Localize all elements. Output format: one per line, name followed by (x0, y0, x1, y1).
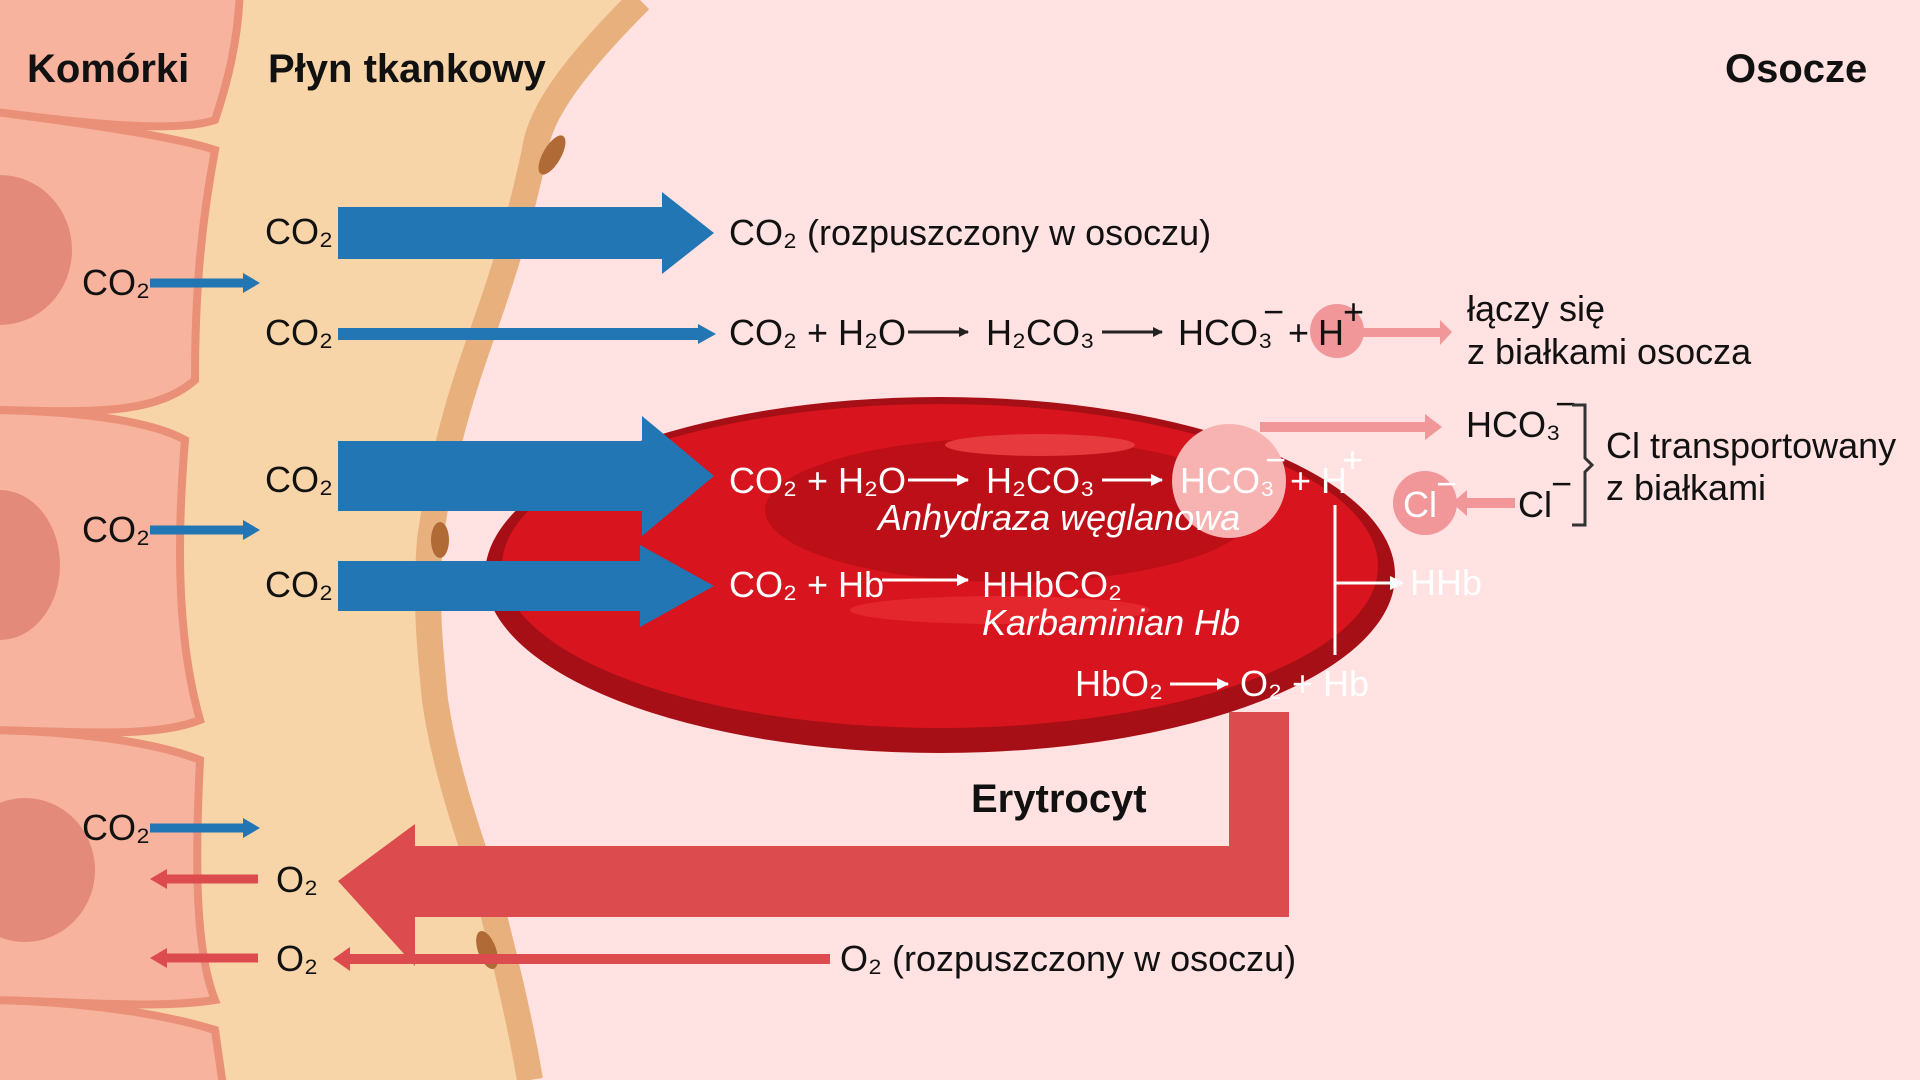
protein-binding-label: łączy się (1467, 288, 1605, 329)
tissue-cell (0, 996, 227, 1080)
chloride-entry-arrow (1452, 490, 1515, 516)
erythrocyte-highlight (945, 434, 1135, 456)
tissue-cells (0, 0, 244, 1080)
fluid-co2-label: CO₂ (265, 312, 333, 353)
oxyhemoglobin-label: HbO₂ (1075, 663, 1163, 704)
plasma-reaction-bicarbonate: HCO₃ (1178, 312, 1273, 353)
rbc-proton-charge: + (1342, 439, 1363, 480)
hhb-label: HHb (1410, 562, 1482, 603)
bicarbonate-plasma-charge: − (1555, 383, 1576, 424)
plasma-bicarbonate-charge: − (1263, 291, 1284, 332)
cell-o2-arrow (150, 948, 258, 968)
rbc-carbamino-reactants: CO₂ + Hb (729, 564, 884, 605)
co2-dissolved-arrow (338, 192, 714, 274)
chloride-bubble (1393, 471, 1457, 535)
chloride-plasma-charge: − (1551, 463, 1572, 504)
plasma-proton-charge: + (1343, 291, 1364, 332)
bicarbonate-bubble (1172, 424, 1286, 538)
enzyme-label: Anhydraza węglanowa (876, 497, 1240, 538)
hhb-connector (1333, 505, 1392, 655)
plasma-reaction-acid: H₂CO₃ (986, 312, 1095, 353)
chloride-transport-note: z białkami (1606, 467, 1766, 508)
erythrocyte-title: Erytrocyt (971, 777, 1147, 821)
header-plasma: Osocze (1725, 47, 1867, 91)
hhb-arrowhead (1390, 576, 1404, 590)
fluid-o2-label: O₂ (276, 859, 318, 900)
plasma-proton: H (1318, 312, 1344, 353)
rbc-reaction-bicarbonate: HCO₃ (1180, 460, 1275, 501)
endothelial-nucleus (431, 522, 449, 558)
fluid-co2-label: CO₂ (265, 459, 333, 500)
fluid-co2-label: CO₂ (265, 211, 333, 252)
rbc-bicarbonate-charge: − (1265, 439, 1286, 480)
header-tissue-fluid: Płyn tkankowy (268, 47, 547, 91)
rbc-reaction-acid: H₂CO₃ (986, 460, 1095, 501)
cell-co2-arrow (150, 273, 260, 293)
cell-co2-arrow (150, 818, 260, 838)
bicarbonate-exit-arrow (1260, 414, 1442, 440)
cell-co2-label: CO₂ (82, 509, 150, 550)
bicarbonate-plasma-label: HCO₃ (1466, 404, 1561, 445)
fluid-o2-label: O₂ (276, 938, 318, 979)
cell-co2-label: CO₂ (82, 807, 150, 848)
rbc-chloride-charge: − (1436, 463, 1457, 504)
rbc-chloride-label: Cl (1403, 484, 1437, 525)
co2-carbamino-arrow (338, 545, 714, 627)
fluid-co2-label: CO₂ (265, 564, 333, 605)
o2-dissolved-arrow (333, 947, 830, 971)
plasma-reaction-reactants: CO₂ + H₂O (729, 312, 906, 353)
header-cells: Komórki (27, 47, 189, 91)
cell-nucleus (0, 175, 72, 325)
chloride-bracket (1572, 403, 1595, 527)
cell-nucleus (0, 798, 95, 942)
chloride-plasma-label: Cl (1518, 484, 1552, 525)
chloride-transport-note: Cl transportowany (1606, 425, 1896, 466)
o2-hb-label: O₂ + Hb (1240, 663, 1369, 704)
cell-co2-label: CO₂ (82, 262, 150, 303)
protein-binding-label: z białkami osocza (1467, 331, 1752, 372)
o2-dissolved-label: O₂ (rozpuszczony w osoczu) (840, 938, 1296, 979)
co2-bicarbonate-arrow (338, 324, 716, 344)
plasma-reaction-plus: + (1288, 312, 1309, 353)
rbc-carbamino-product: HHbCO₂ (982, 564, 1122, 605)
cell-co2-arrow (150, 520, 260, 540)
erythrocyte-highlight (850, 596, 1150, 624)
rbc-reaction-proton: + H (1290, 460, 1347, 501)
tissue-cell (0, 406, 205, 737)
erythrocyte-center (765, 438, 1255, 582)
co2-erythrocyte-arrow (338, 416, 714, 536)
endothelial-nucleus (538, 135, 566, 175)
carbamino-label: Karbaminian Hb (982, 602, 1240, 643)
cell-nucleus (0, 490, 60, 640)
proton-bubble (1310, 304, 1364, 358)
protein-binding-arrow (1363, 320, 1452, 345)
co2-dissolved-label: CO₂ (rozpuszczony w osoczu) (729, 212, 1211, 253)
tissue-cell (0, 108, 220, 416)
o2-release-arrow (338, 712, 1289, 966)
cell-o2-arrow (150, 869, 258, 889)
rbc-reaction-reactants: CO₂ + H₂O (729, 460, 906, 501)
